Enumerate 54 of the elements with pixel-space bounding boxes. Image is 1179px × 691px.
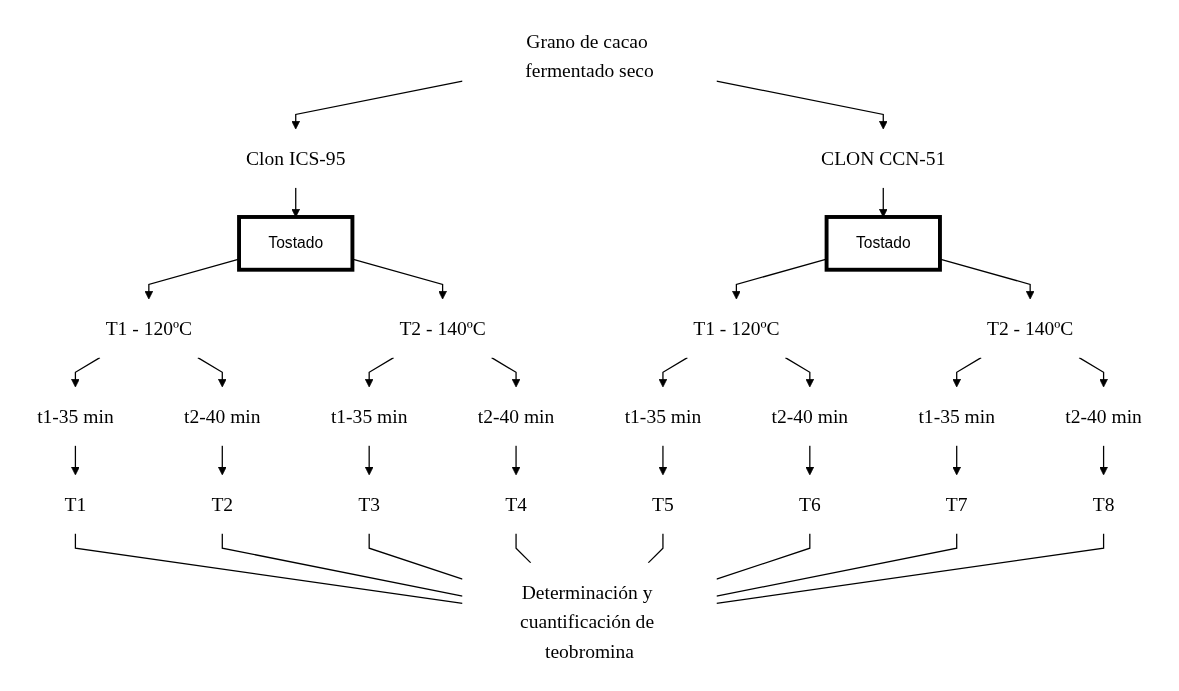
node-text: T2 - 140ºC — [399, 317, 486, 339]
connector — [221, 532, 464, 597]
arrow — [364, 356, 395, 387]
node-text: Clon ICS-95 — [246, 147, 346, 169]
node-text: t2-40 min — [771, 405, 849, 427]
node-text: t2-40 min — [184, 405, 261, 427]
node-text: t1-35 min — [330, 405, 408, 427]
arrow — [952, 356, 982, 387]
arrow — [291, 186, 301, 217]
node-text: T8 — [1092, 493, 1115, 515]
connector — [647, 532, 664, 563]
node-text: CLON CCN-51 — [821, 147, 946, 169]
connector — [715, 532, 811, 580]
node-text: t1-35 min — [624, 405, 702, 427]
node-text: t2-40 min — [477, 405, 555, 427]
connector — [74, 532, 464, 604]
arrow — [71, 356, 101, 387]
arrow — [1099, 444, 1108, 475]
arrow — [490, 356, 521, 387]
node-text: t1-35 min — [918, 405, 995, 427]
node-box: Tostado — [824, 214, 942, 272]
node-text: T2 — [211, 493, 234, 515]
arrow — [658, 444, 668, 475]
arrow — [715, 80, 888, 129]
node-text: t1-35 min — [37, 405, 114, 427]
connector — [715, 532, 958, 597]
arrow — [511, 444, 521, 475]
node-text: Grano de cacao fermentado seco — [525, 29, 654, 81]
arrow — [71, 444, 80, 475]
node-text: Determinación y cuantificación de teobromina — [520, 580, 655, 662]
arrow — [291, 80, 464, 129]
node-text: T3 — [358, 493, 381, 515]
node-text: T1 - 120ºC — [105, 317, 193, 339]
node-text: T7 — [945, 493, 968, 515]
arrow — [878, 186, 888, 217]
connector — [368, 532, 464, 580]
connector — [515, 532, 532, 563]
arrow — [658, 356, 689, 387]
node-text: T4 — [505, 493, 527, 515]
node-text: T6 — [798, 493, 821, 515]
connector — [715, 532, 1105, 604]
node-text: T2 - 140ºC — [986, 317, 1074, 339]
node-text: T1 - 120ºC — [693, 317, 780, 339]
node-box: Tostado — [237, 214, 355, 272]
arrow — [1078, 356, 1108, 387]
arrow — [218, 444, 227, 475]
node-text: t2-40 min — [1065, 405, 1142, 427]
node-text: T1 — [64, 493, 87, 515]
node-text: T5 — [652, 493, 674, 515]
arrow — [364, 444, 374, 475]
arrow — [952, 444, 961, 475]
arrow — [197, 356, 227, 387]
arrow — [805, 444, 815, 475]
arrow — [784, 356, 815, 387]
